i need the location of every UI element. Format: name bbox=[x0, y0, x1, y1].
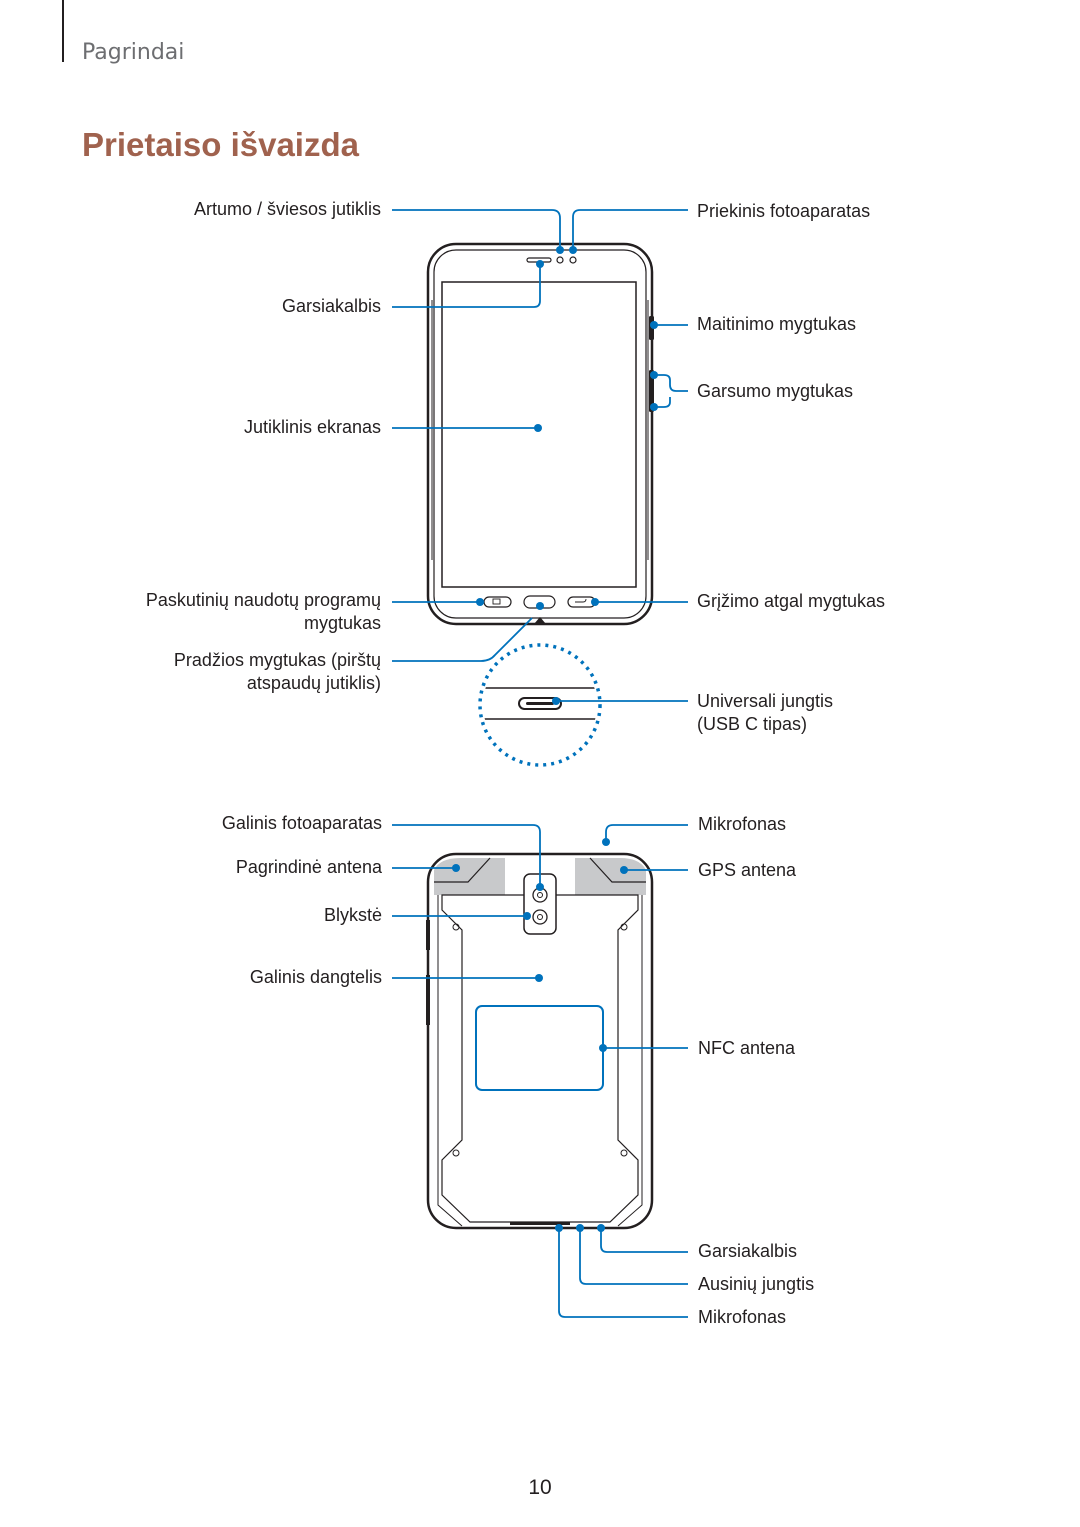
label-power-key: Maitinimo mygtukas bbox=[697, 314, 857, 334]
header-rule bbox=[62, 0, 64, 62]
front-screen bbox=[441, 281, 637, 588]
label-back-key: Grįžimo atgal mygtukas bbox=[697, 591, 886, 611]
usb-zoom-circle bbox=[478, 643, 602, 767]
callout-dots bbox=[452, 246, 658, 1232]
label-rear-camera: Galinis fotoaparatas bbox=[221, 813, 382, 833]
front-device bbox=[426, 242, 654, 626]
front-sensor-dot bbox=[556, 256, 564, 264]
label-volume-key: Garsumo mygtukas bbox=[697, 381, 854, 401]
label-home-key: Pradžios mygtukas (pirštų atspaudų jutik… bbox=[173, 650, 381, 693]
label-usb: Universali jungtis (USB C tipas) bbox=[697, 691, 834, 734]
section-name: Pagrindai bbox=[82, 40, 185, 65]
front-camera-lens bbox=[569, 256, 577, 264]
label-back-cover: Galinis dangtelis bbox=[249, 967, 382, 987]
callout-lines bbox=[392, 209, 688, 1318]
volume-key-shape bbox=[649, 370, 654, 412]
page-number: 10 bbox=[528, 1476, 552, 1499]
label-microphone-bottom: Mikrofonas bbox=[698, 1307, 787, 1327]
main-antenna-area bbox=[434, 858, 505, 895]
label-speaker-top: Garsiakalbis bbox=[281, 296, 381, 316]
label-recent-apps: Paskutinių naudotų programų mygtukas bbox=[145, 590, 381, 633]
gps-antenna-area bbox=[575, 858, 646, 895]
label-proximity-sensor: Artumo / šviesos jutiklis bbox=[193, 199, 381, 219]
label-nfc-antenna: NFC antena bbox=[698, 1038, 796, 1058]
label-front-camera: Priekinis fotoaparatas bbox=[697, 201, 871, 221]
label-gps-antenna: GPS antena bbox=[698, 860, 797, 880]
label-flash: Blykstė bbox=[323, 905, 382, 925]
page-title: Prietaiso išvaizda bbox=[82, 126, 359, 163]
back-device bbox=[426, 852, 654, 1230]
label-speaker-bottom: Garsiakalbis bbox=[698, 1241, 798, 1261]
label-microphone-top: Mikrofonas bbox=[698, 814, 787, 834]
label-touchscreen: Jutiklinis ekranas bbox=[243, 417, 381, 437]
flash-lens bbox=[532, 909, 548, 925]
label-earphone-jack: Ausinių jungtis bbox=[698, 1274, 815, 1294]
usb-port-shape bbox=[518, 697, 562, 710]
label-main-antenna: Pagrindinė antena bbox=[235, 857, 382, 877]
